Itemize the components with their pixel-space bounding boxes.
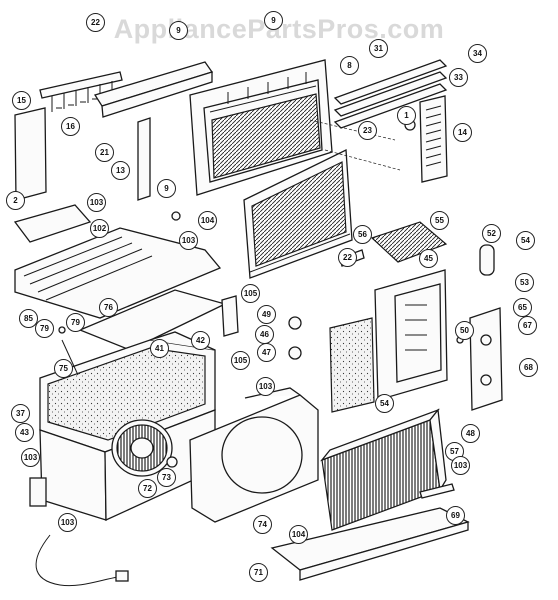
- callout-36: 43: [15, 423, 34, 442]
- callout-52: 56: [353, 225, 372, 244]
- part-36-blower-wheel: [111, 419, 173, 477]
- callout-10: 1: [397, 106, 416, 125]
- callout-13: 15: [12, 91, 31, 110]
- part-1-side-panel: [14, 107, 47, 201]
- callout-57: 69: [446, 506, 465, 525]
- part-50-control-board: [329, 317, 375, 413]
- callout-8: 8: [340, 56, 359, 75]
- callout-11: 13: [111, 161, 130, 180]
- part-57-bracket: [419, 483, 455, 499]
- callout-2: 2: [6, 191, 25, 210]
- callout-69: 73: [157, 468, 176, 487]
- callout-103-d: 103: [21, 448, 40, 467]
- part-16-17-rails: [333, 59, 448, 129]
- callout-34: 37: [11, 404, 30, 423]
- callout-47: 52: [482, 224, 501, 243]
- callout-12: 14: [453, 123, 472, 142]
- callout-102: 103: [58, 513, 77, 532]
- part-11-strip: [137, 117, 151, 201]
- callout-14: 16: [61, 117, 80, 136]
- callout-44: 48: [461, 424, 480, 443]
- callout-103-e: 104: [289, 525, 308, 544]
- callout-50: 54: [375, 394, 394, 413]
- part-70-scroll-housing: [189, 387, 319, 523]
- callout-51: 55: [430, 211, 449, 230]
- callout-72: 75: [54, 359, 73, 378]
- callout-37: 42: [191, 331, 210, 350]
- callout-74: 79: [35, 319, 54, 338]
- part-8-front-frame: [189, 59, 333, 196]
- callout-21: 21: [95, 143, 114, 162]
- part-67-drain-pan: [270, 507, 470, 581]
- callout-41: 45: [419, 249, 438, 268]
- part-51-filter-pad: [370, 221, 448, 263]
- callout-35: 41: [150, 339, 169, 358]
- callout-103-c: 103: [256, 377, 275, 396]
- callout-71: 76: [99, 298, 118, 317]
- callout-56: 68: [519, 358, 538, 377]
- callout-42: 46: [255, 325, 274, 344]
- part-22-filter-grille: [243, 148, 353, 279]
- callout-73: 79: [66, 313, 85, 332]
- callout-104: 104: [198, 211, 217, 230]
- callout-9: 9: [264, 11, 283, 30]
- part-23-guide-line: [309, 119, 401, 171]
- callout-18: 34: [468, 44, 487, 63]
- part-35-chassis: [39, 331, 216, 522]
- callout-70: 74: [253, 515, 272, 534]
- part-79-plate: [13, 204, 92, 243]
- callout-46: 50: [455, 321, 474, 340]
- callout-22: 22: [338, 248, 357, 267]
- callout-76: 85: [19, 309, 38, 328]
- callout-54: 65: [513, 298, 532, 317]
- part-105-bracket: [221, 295, 239, 337]
- part-102-power-cord: [29, 477, 129, 587]
- callout-48: 53: [515, 273, 534, 292]
- callout-17: 33: [449, 68, 468, 87]
- callout-103-b: 103: [179, 231, 198, 250]
- callout-104-b: 105: [231, 351, 250, 370]
- callout-85: 103: [451, 456, 470, 475]
- part-47-capacitor: [479, 244, 495, 276]
- callout-9-top: 9: [169, 21, 188, 40]
- callout-43: 47: [257, 343, 276, 362]
- callout-68: 72: [138, 479, 157, 498]
- callout-103-a: 103: [87, 193, 106, 212]
- part-54-bracket: [469, 307, 503, 411]
- callout-55: 67: [518, 316, 537, 335]
- callout-45: 49: [257, 305, 276, 324]
- part-13-bracket-set: [39, 71, 123, 112]
- callout-15: 22: [86, 13, 105, 32]
- part-12-louver-panel: [419, 95, 448, 183]
- callout-16: 31: [369, 39, 388, 58]
- callout-49: 54: [516, 231, 535, 250]
- part-41-control-box: [374, 269, 448, 401]
- callout-9b: 9: [157, 179, 176, 198]
- part-15-rail: [93, 61, 214, 118]
- part-75-base-tray: [14, 227, 222, 319]
- small-hardware: [58, 119, 464, 468]
- callout-23: 23: [358, 121, 377, 140]
- callout-79: 102: [90, 219, 109, 238]
- callout-105: 105: [241, 284, 260, 303]
- callout-67: 71: [249, 563, 268, 582]
